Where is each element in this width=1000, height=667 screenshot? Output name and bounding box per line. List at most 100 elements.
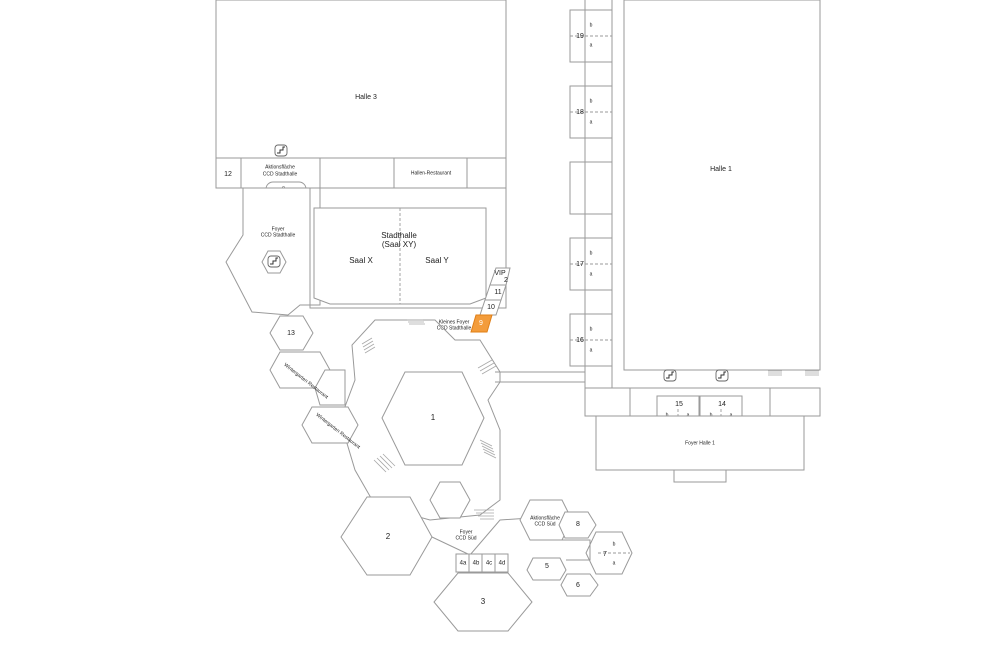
svg-text:Foyer: Foyer <box>460 529 473 535</box>
svg-text:(Saal XY): (Saal XY) <box>382 240 417 249</box>
stairs-icon <box>663 369 677 382</box>
room-12[interactable]: 12 <box>224 171 232 178</box>
stairs-icon <box>261 250 287 274</box>
saal-y[interactable]: Saal Y <box>425 256 449 265</box>
svg-text:19: 19 <box>576 33 584 40</box>
svg-text:b: b <box>590 326 593 332</box>
svg-text:4a: 4a <box>460 561 467 567</box>
stairs-icon <box>361 319 497 520</box>
svg-text:10: 10 <box>487 304 495 311</box>
wintergarten-restaurant-lower[interactable]: Wintergarten Restaurant <box>301 406 362 451</box>
svg-text:6: 6 <box>576 582 580 589</box>
svg-text:Kleines Foyer: Kleines Foyer <box>439 319 470 325</box>
foyer-halle-1[interactable]: Foyer Halle 1 <box>595 415 805 471</box>
stairs-icon <box>274 144 288 157</box>
stadthalle-saal-xy[interactable]: Stadthalle (Saal XY) <box>309 187 507 309</box>
small-hex-room <box>429 481 471 519</box>
svg-text:CCD Süd: CCD Süd <box>534 521 555 527</box>
room-16[interactable]: 16 b a <box>569 313 613 367</box>
svg-text:5: 5 <box>545 563 549 570</box>
svg-text:CCD Stadthalle: CCD Stadthalle <box>261 232 296 238</box>
svg-text:13: 13 <box>287 330 295 337</box>
halle-3[interactable]: Halle 3 <box>215 0 507 159</box>
svg-text:b: b <box>590 22 593 28</box>
wintergarten-restaurant-upper[interactable]: Wintergarten Restaurant <box>269 351 346 406</box>
aktionsflaeche-sued[interactable]: Aktionsfläche CCD Süd <box>519 499 573 541</box>
svg-text:CCD Stadthalle: CCD Stadthalle <box>263 171 298 177</box>
aktionsflaeche-stadthalle[interactable]: Aktionsfläche CCD Stadthalle <box>263 164 298 177</box>
room-5[interactable]: 5 <box>526 557 567 581</box>
corridor-to-halle-1 <box>495 371 585 383</box>
svg-text:a: a <box>613 560 616 566</box>
svg-text:CCD Stadthalle: CCD Stadthalle <box>437 325 472 331</box>
svg-text:14: 14 <box>718 401 726 408</box>
svg-text:4c: 4c <box>486 561 492 567</box>
svg-text:9: 9 <box>479 320 483 327</box>
svg-text:1: 1 <box>431 413 436 422</box>
svg-text:a: a <box>590 347 593 353</box>
halle-1-structure <box>584 0 821 417</box>
stairs-icon <box>715 369 729 382</box>
svg-text:2: 2 <box>504 277 508 284</box>
hallen-restaurant[interactable]: Hallen-Restaurant <box>411 170 452 176</box>
svg-text:a: a <box>590 119 593 125</box>
room-8[interactable]: 8 <box>558 511 597 539</box>
svg-text:17: 17 <box>576 261 584 268</box>
stairs-icon <box>805 370 819 376</box>
room-unlabeled <box>569 161 613 215</box>
svg-text:Aktionsfläche: Aktionsfläche <box>265 164 295 170</box>
room-13[interactable]: 13 <box>269 315 314 351</box>
entrance-halle-1 <box>673 469 727 483</box>
room-17[interactable]: 17 b a <box>569 237 613 291</box>
svg-text:Aktionsfläche: Aktionsfläche <box>530 515 560 521</box>
room-10[interactable]: 10 <box>479 299 502 316</box>
svg-text:VIP: VIP <box>494 270 506 277</box>
svg-text:15: 15 <box>675 401 683 408</box>
svg-text:Halle 3: Halle 3 <box>355 94 377 101</box>
svg-text:Saal Y: Saal Y <box>425 256 449 265</box>
svg-text:8: 8 <box>576 521 580 528</box>
svg-text:b: b <box>710 412 713 418</box>
halle-3-service-strip <box>215 157 507 189</box>
room-9-highlighted[interactable]: 9 <box>470 314 493 333</box>
svg-text:Foyer Halle 1: Foyer Halle 1 <box>685 440 715 446</box>
svg-text:16: 16 <box>576 337 584 344</box>
svg-text:18: 18 <box>576 109 584 116</box>
room-vip-2[interactable]: VIP 2 <box>489 267 511 286</box>
svg-text:Stadthalle: Stadthalle <box>381 231 417 240</box>
room-7[interactable]: 7 b a <box>585 531 633 575</box>
room-6[interactable]: 6 <box>560 573 599 597</box>
room-18[interactable]: 18 b a <box>569 85 613 139</box>
svg-text:a: a <box>730 412 733 418</box>
room-19[interactable]: 19 b a <box>569 9 613 63</box>
kleines-foyer-ccd-stadthalle[interactable]: Kleines Foyer CCD Stadthalle <box>437 319 472 331</box>
room-1[interactable]: 1 <box>381 371 485 466</box>
stairs-icon <box>768 370 782 376</box>
svg-text:Hallen-Restaurant: Hallen-Restaurant <box>411 170 452 176</box>
room-11[interactable]: 11 <box>484 284 507 301</box>
svg-text:11: 11 <box>494 289 501 296</box>
svg-text:a: a <box>590 42 593 48</box>
svg-text:b: b <box>590 250 593 256</box>
room-3[interactable]: 3 <box>433 572 533 632</box>
svg-text:b: b <box>666 412 669 418</box>
connector <box>560 539 591 561</box>
svg-text:3: 3 <box>481 597 486 606</box>
svg-text:Saal X: Saal X <box>349 256 373 265</box>
svg-text:Foyer: Foyer <box>272 226 285 232</box>
svg-text:Halle 1: Halle 1 <box>710 166 732 173</box>
svg-text:2: 2 <box>386 532 391 541</box>
saal-x[interactable]: Saal X <box>349 256 373 265</box>
rooms-4a-4d[interactable]: 4a 4b 4c 4d <box>455 553 509 573</box>
room-2[interactable]: 2 <box>340 496 433 576</box>
halle-1[interactable]: Halle 1 <box>623 0 821 371</box>
svg-text:a: a <box>590 271 593 277</box>
svg-text:4d: 4d <box>499 561 506 567</box>
svg-text:CCD Süd: CCD Süd <box>455 535 476 541</box>
svg-text:a: a <box>687 412 690 418</box>
svg-text:12: 12 <box>224 171 232 178</box>
svg-text:7: 7 <box>603 551 607 558</box>
svg-text:b: b <box>590 98 593 104</box>
svg-text:b: b <box>613 541 616 547</box>
